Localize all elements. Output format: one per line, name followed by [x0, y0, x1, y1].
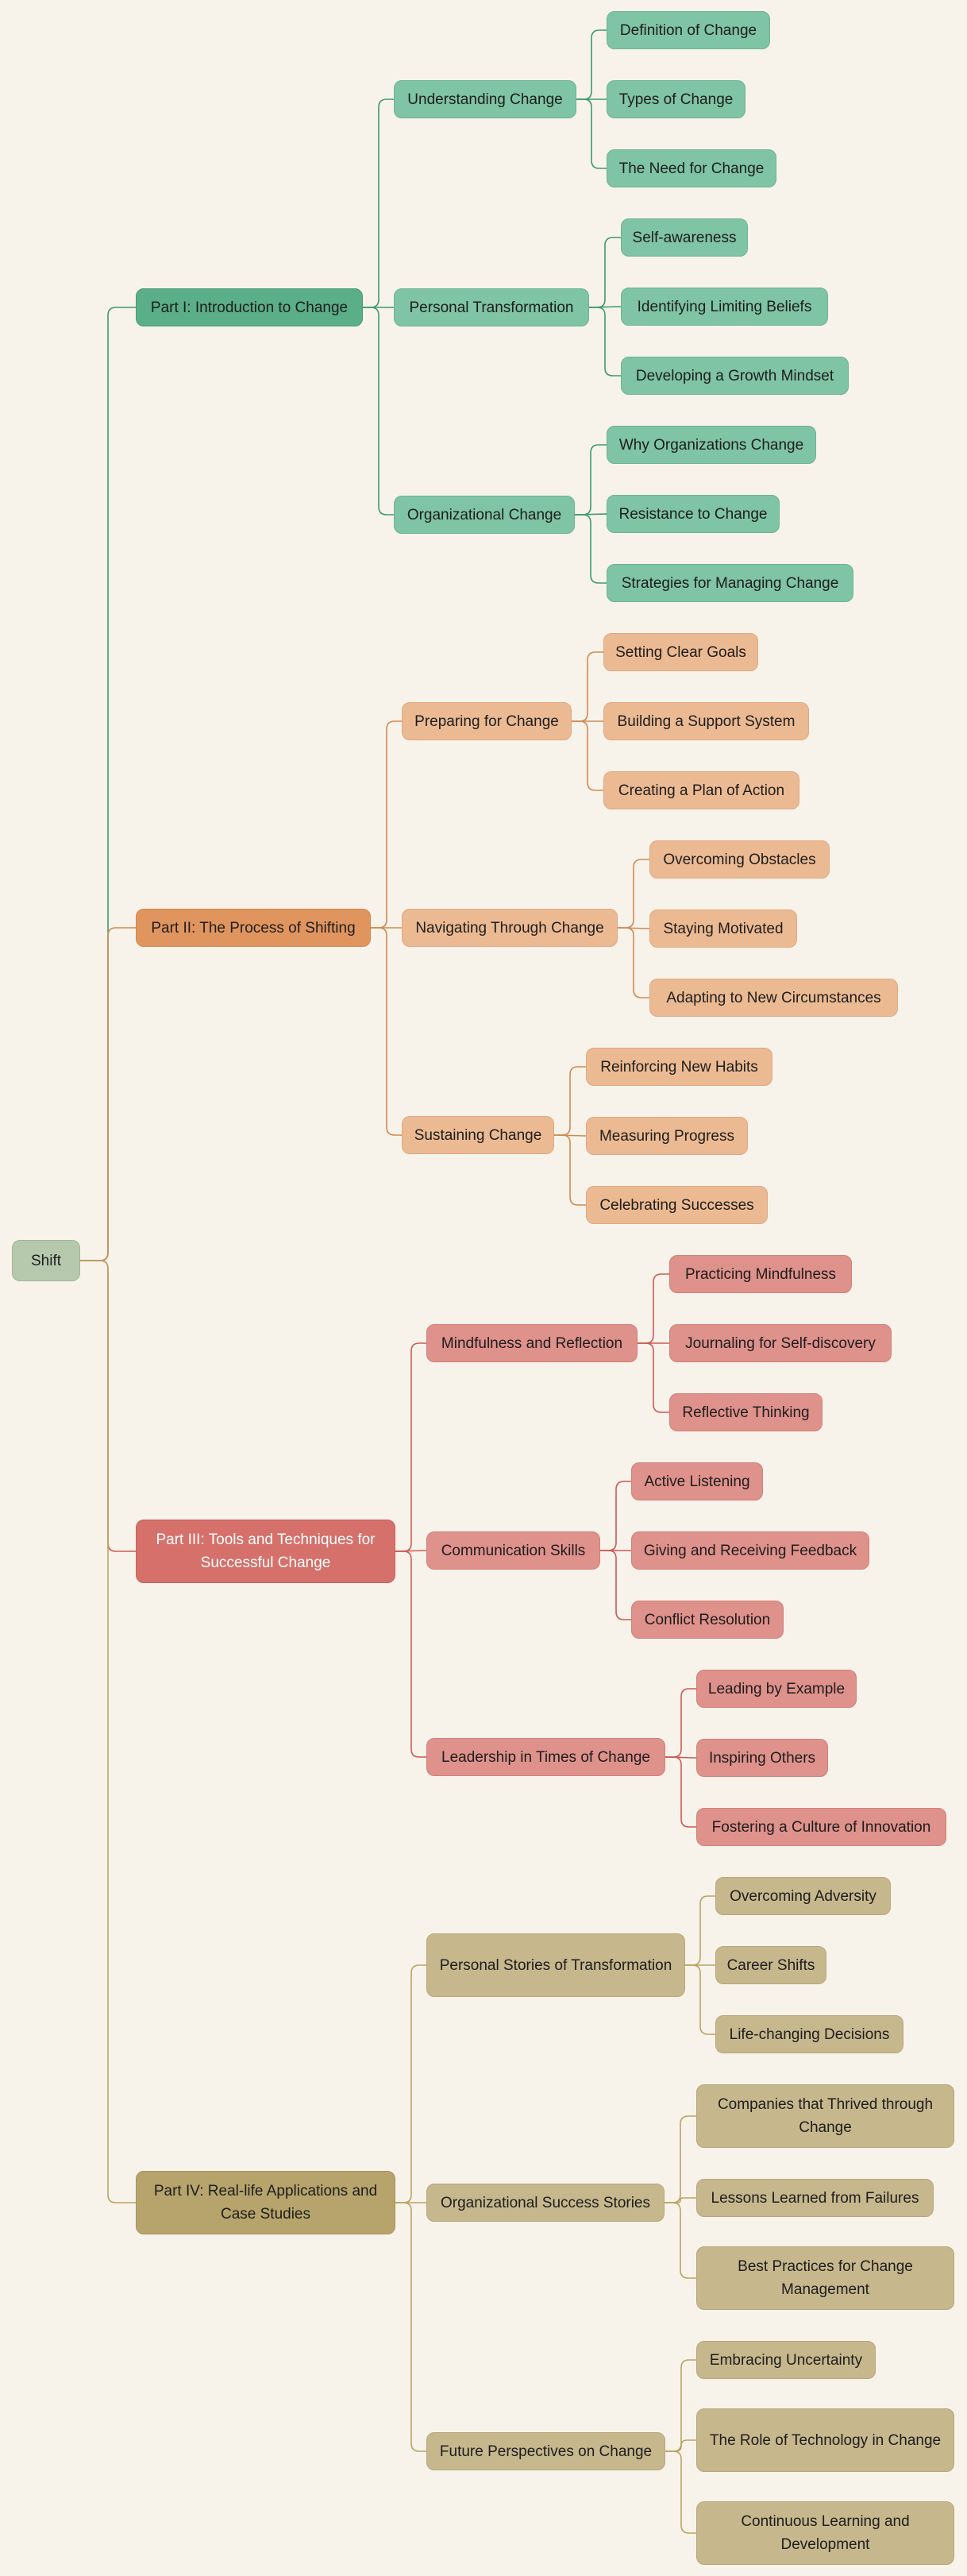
edge-topic-4-1-item-3	[685, 1964, 715, 2035]
node-resistance-to-change: Resistance to Change	[607, 495, 780, 533]
part-node-1: Part I: Introduction to Change	[136, 288, 363, 326]
node-leadership-in-times-of-change: Leadership in Times of Change	[426, 1738, 665, 1776]
node-celebrating-successes: Celebrating Successes	[586, 1186, 768, 1224]
edge-topic-1-1-item-1	[576, 29, 607, 100]
node-inspiring-others: Inspiring Others	[696, 1739, 828, 1777]
node-career-shifts: Career Shifts	[715, 1946, 826, 1984]
node-understanding-change: Understanding Change	[394, 80, 576, 118]
node-practicing-mindfulness: Practicing Mindfulness	[669, 1255, 852, 1293]
node-types-of-change: Types of Change	[607, 80, 745, 118]
edge-topic-4-2-item-3	[665, 2202, 696, 2279]
node-overcoming-adversity: Overcoming Adversity	[715, 1877, 891, 1915]
node-continuous-learning-and-development: Continuous Learning and Development	[696, 2501, 954, 2565]
edge-topic-2-2-item-1	[618, 859, 649, 929]
node-life-changing-decisions: Life-changing Decisions	[715, 2015, 903, 2053]
edge-part-2-topic-3	[371, 927, 402, 1136]
node-why-organizations-change: Why Organizations Change	[607, 426, 816, 464]
edge-topic-3-3-item-3	[665, 1756, 696, 1828]
node-fostering-a-culture-of-innovation: Fostering a Culture of Innovation	[696, 1808, 946, 1846]
edge-topic-4-2-item-1	[665, 2115, 696, 2203]
part-node-2: Part II: The Process of Shifting	[136, 909, 371, 947]
node-organizational-success-stories: Organizational Success Stories	[426, 2184, 665, 2222]
edge-part-2-topic-1	[371, 720, 402, 929]
edge-topic-2-1-item-3	[572, 720, 603, 791]
node-lessons-learned-from-failures: Lessons Learned from Failures	[696, 2179, 934, 2217]
edge-topic-1-2-item-3	[589, 307, 621, 377]
node-personal-transformation: Personal Transformation	[394, 288, 589, 326]
edge-topic-4-3-item-1	[665, 2359, 696, 2452]
node-creating-a-plan-of-action: Creating a Plan of Action	[603, 771, 799, 809]
node-self-awareness: Self-awareness	[621, 218, 748, 257]
edge-topic-1-3-item-3	[575, 514, 607, 584]
node-overcoming-obstacles: Overcoming Obstacles	[649, 840, 830, 879]
node-active-listening: Active Listening	[631, 1462, 763, 1500]
node-mindfulness-and-reflection: Mindfulness and Reflection	[426, 1324, 638, 1362]
edge-root-to-part-4	[80, 1260, 136, 2203]
edge-topic-3-1-item-3	[638, 1342, 669, 1413]
node-identifying-limiting-beliefs: Identifying Limiting Beliefs	[621, 288, 828, 326]
node-preparing-for-change: Preparing for Change	[402, 702, 572, 740]
node-adapting-to-new-circumstances: Adapting to New Circumstances	[649, 979, 898, 1017]
node-companies-that-thrived-through-change: Companies that Thrived through Change	[696, 2084, 954, 2148]
node-future-perspectives-on-change: Future Perspectives on Change	[426, 2432, 665, 2470]
edge-topic-1-1-item-3	[576, 98, 607, 169]
edge-part-3-topic-1	[395, 1342, 426, 1552]
edge-topic-2-1-item-1	[572, 651, 603, 722]
node-definition-of-change: Definition of Change	[607, 11, 770, 49]
node-sustaining-change: Sustaining Change	[402, 1116, 554, 1154]
node-journaling-for-self-discovery: Journaling for Self-discovery	[669, 1324, 892, 1362]
node-the-role-of-technology-in-change: The Role of Technology in Change	[696, 2408, 954, 2472]
node-staying-motivated: Staying Motivated	[649, 910, 797, 948]
edge-part-1-topic-3	[363, 307, 394, 516]
node-reinforcing-new-habits: Reinforcing New Habits	[586, 1048, 772, 1086]
node-personal-stories-of-transformation: Personal Stories of Transformation	[426, 1933, 685, 1997]
node-navigating-through-change: Navigating Through Change	[402, 909, 618, 947]
node-conflict-resolution: Conflict Resolution	[631, 1601, 784, 1639]
node-the-need-for-change: The Need for Change	[607, 149, 776, 187]
node-best-practices-for-change-management: Best Practices for Change Management	[696, 2246, 954, 2310]
node-reflective-thinking: Reflective Thinking	[669, 1393, 823, 1431]
part-node-4: Part IV: Real-life Applications and Case…	[136, 2171, 395, 2234]
edge-part-4-topic-3	[395, 2202, 426, 2452]
node-organizational-change: Organizational Change	[394, 496, 575, 534]
node-strategies-for-managing-change: Strategies for Managing Change	[607, 564, 853, 602]
edge-topic-3-1-item-1	[638, 1273, 669, 1344]
node-giving-and-receiving-feedback: Giving and Receiving Feedback	[631, 1531, 869, 1570]
node-measuring-progress: Measuring Progress	[586, 1117, 748, 1155]
edge-part-4-topic-1	[395, 1964, 426, 2203]
edge-topic-4-3-item-2	[665, 2439, 696, 2452]
edge-topic-4-3-item-3	[665, 2450, 696, 2534]
node-developing-a-growth-mindset: Developing a Growth Mindset	[621, 357, 849, 395]
edge-topic-3-3-item-1	[665, 1688, 696, 1758]
edge-root-to-part-2	[80, 927, 136, 1261]
edge-topic-3-2-item-3	[600, 1550, 631, 1620]
root-node: Shift	[12, 1240, 80, 1281]
edge-topic-1-3-item-1	[575, 444, 607, 516]
edge-topic-3-2-item-1	[600, 1481, 631, 1551]
edge-topic-4-2-item-2	[665, 2197, 696, 2203]
node-setting-clear-goals: Setting Clear Goals	[603, 633, 758, 671]
node-embracing-uncertainty: Embracing Uncertainty	[696, 2341, 876, 2379]
edge-topic-4-1-item-1	[685, 1895, 715, 1966]
node-building-a-support-system: Building a Support System	[603, 702, 809, 740]
edge-topic-2-3-item-1	[554, 1066, 586, 1136]
edge-topic-2-3-item-3	[554, 1134, 586, 1206]
edge-part-3-topic-3	[395, 1551, 426, 1758]
node-leading-by-example: Leading by Example	[696, 1670, 857, 1708]
edge-topic-1-2-item-1	[589, 237, 621, 308]
edge-topic-2-2-item-3	[618, 927, 649, 998]
part-node-3: Part III: Tools and Techniques for Succe…	[136, 1520, 395, 1583]
edge-part-1-topic-1	[363, 98, 394, 308]
node-communication-skills: Communication Skills	[426, 1531, 600, 1570]
